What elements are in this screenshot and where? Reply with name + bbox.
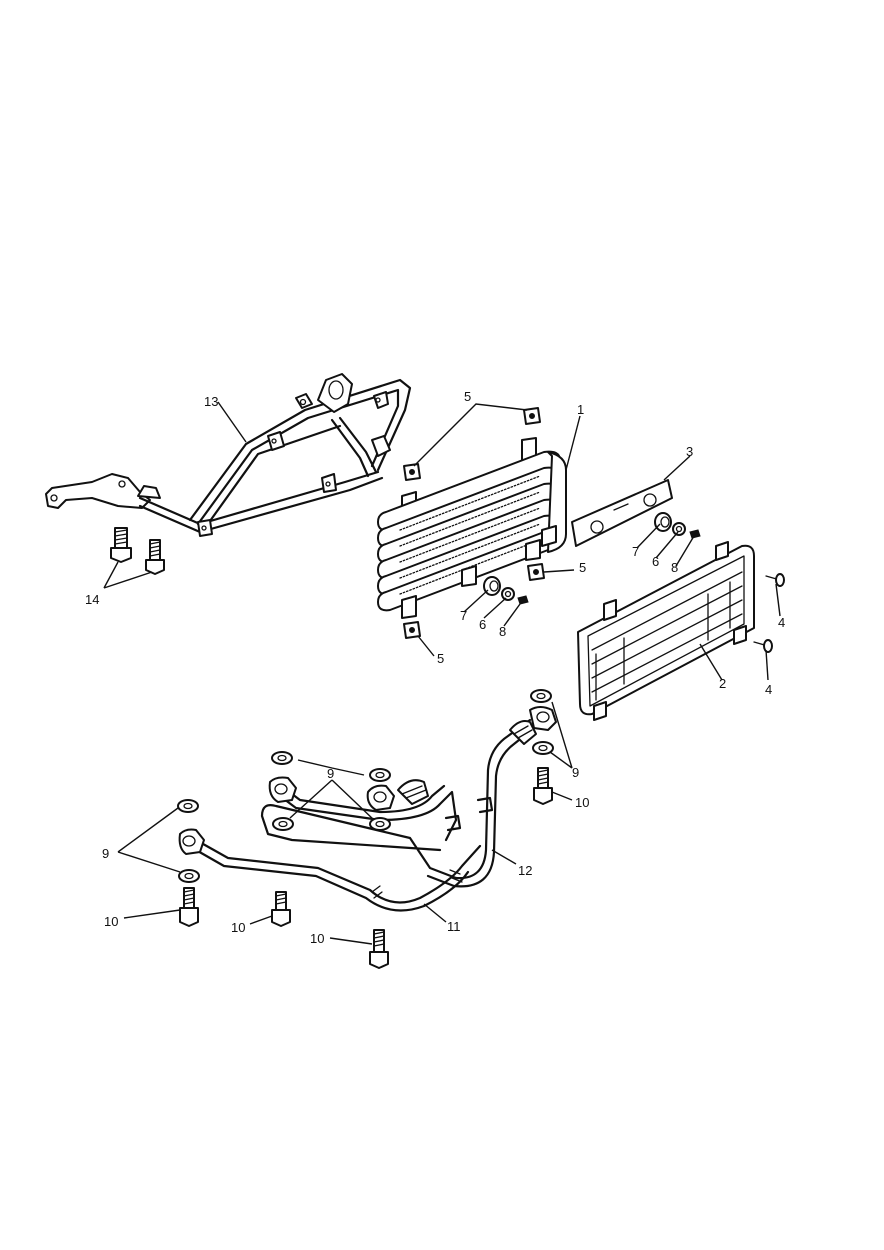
mounting-bracket-frame: [45, 373, 412, 537]
callout-6-lower: 6: [479, 617, 486, 632]
callout-11: 11: [447, 919, 461, 934]
callout-9-right: 9: [572, 765, 579, 780]
callout-14: 14: [85, 592, 99, 607]
callout-9-center: 9: [327, 766, 334, 781]
callout-5-bottom: 5: [437, 651, 444, 666]
callout-4-upper: 4: [778, 615, 785, 630]
callout-12: 12: [518, 863, 532, 878]
callout-4-lower: 4: [765, 682, 772, 697]
sealing-washers: [177, 689, 554, 883]
callout-1: 1: [577, 402, 584, 417]
callout-5-right: 5: [579, 560, 586, 575]
grille-screws: [753, 573, 785, 653]
callout-8-lower: 8: [499, 624, 506, 639]
callout-13: 13: [204, 394, 218, 409]
cooler-grommet-washer-screw-upper: [654, 512, 701, 539]
oil-cooler-core: [377, 437, 567, 619]
banjo-bolts: [179, 767, 553, 969]
cooler-mounting-plate: [571, 479, 673, 547]
leader-lines: [103, 401, 781, 945]
cooler-clip-nuts: [403, 407, 545, 639]
callout-7-upper: 7: [632, 544, 639, 559]
callout-7-lower: 7: [460, 608, 467, 623]
callout-10-right: 10: [575, 795, 589, 810]
cooler-guard-grille: [577, 541, 755, 721]
callout-2: 2: [719, 676, 726, 691]
callout-3: 3: [686, 444, 693, 459]
callout-numbers: 1 2 3 4 4 5 5 5 6 6 7 7 8 8 9 9 9 10 10 …: [85, 389, 785, 946]
callout-9-left: 9: [102, 846, 109, 861]
callout-10-bottom: 10: [310, 931, 324, 946]
callout-8-upper: 8: [671, 560, 678, 575]
callout-5-top: 5: [464, 389, 471, 404]
callout-10-left: 10: [104, 914, 118, 929]
bracket-bolts: [110, 527, 165, 575]
oil-pipes: [178, 706, 557, 912]
callout-6-upper: 6: [652, 554, 659, 569]
cooler-grommet-washer-screw-lower: [483, 576, 529, 605]
callout-10-middle: 10: [231, 920, 245, 935]
